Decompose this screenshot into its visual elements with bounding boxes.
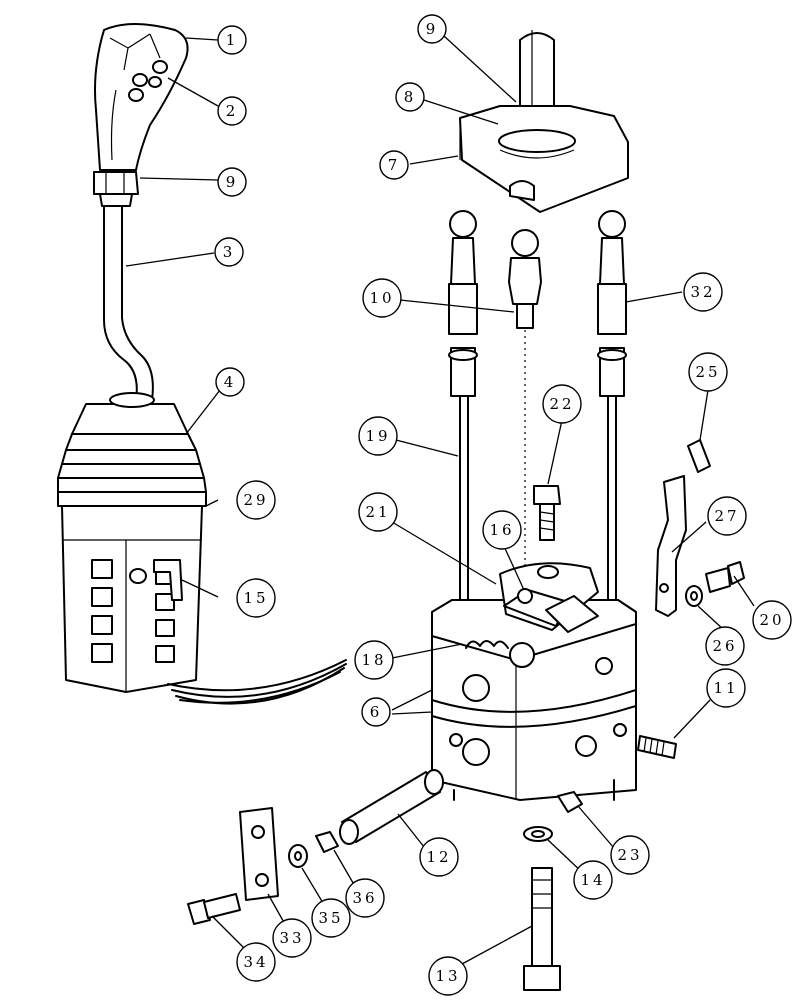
callout-label: 15 [243,589,268,607]
callout-label: 35 [318,909,343,927]
callout-label: 4 [224,373,237,391]
callout-label: 9 [426,20,439,38]
callout-32: 32 [683,272,723,312]
callout-7: 7 [379,150,409,180]
callout-label: 13 [435,967,460,985]
valve-cover [459,105,629,213]
callout-label: 1 [226,31,239,49]
callout-10: 10 [362,278,402,318]
callout-label: 25 [695,363,720,381]
callout-label: 26 [712,637,737,655]
set-screw-11 [637,735,677,759]
control-cable-center [508,229,542,329]
callout-label: 18 [361,651,386,669]
callout-label: 21 [365,503,390,521]
callout-8: 8 [395,82,425,112]
callout-label: 14 [580,871,605,889]
joystick-handle [94,23,189,171]
callout-label: 19 [365,427,390,445]
joystick-lever-shaft [103,205,154,401]
actuator-cap [687,439,711,473]
bolt-22 [533,485,561,541]
callout-9: 9 [217,167,247,197]
callout-9-top: 9 [417,14,447,44]
valve-top-plate [431,562,637,668]
washer-26 [685,585,703,607]
callout-36: 36 [345,878,385,918]
callout-label: 10 [369,289,394,307]
detent-spring [465,640,509,649]
callout-23: 23 [610,835,650,875]
leader-lines [125,35,755,965]
bolt-34 [187,893,241,925]
callout-label: 9 [226,173,239,191]
callout-label: 7 [388,156,401,174]
retainer-clip [153,559,183,601]
callout-14: 14 [573,860,613,900]
joystick-boot [57,392,207,507]
joystick-base-housing [61,505,203,693]
callout-label: 34 [243,953,268,971]
callout-21: 21 [358,492,398,532]
callout-3: 3 [214,237,244,267]
washer-14 [523,826,553,842]
callout-label: 33 [279,929,304,947]
callout-2: 2 [217,96,247,126]
callout-4: 4 [215,367,245,397]
callout-label: 22 [549,395,574,413]
callout-16: 16 [482,510,522,550]
nut-23 [557,791,583,813]
callout-29: 29 [236,480,276,520]
callout-label: 29 [243,491,268,509]
callout-label: 11 [713,679,738,697]
callout-label: 27 [714,507,739,525]
callout-27: 27 [707,496,747,536]
callout-25: 25 [688,352,728,392]
callout-35: 35 [311,898,351,938]
callout-12: 12 [419,837,459,877]
callout-label: 2 [226,102,239,120]
callout-label: 12 [426,848,451,866]
plate-33 [239,807,279,901]
washer-35 [288,844,308,868]
callout-20: 20 [752,600,792,640]
bolt-20 [705,561,745,593]
callout-15: 15 [236,578,276,618]
joystick-wire-harness [167,659,347,705]
callout-19: 19 [358,416,398,456]
callout-label: 6 [370,703,383,721]
callout-label: 32 [690,283,715,301]
callout-label: 3 [223,243,236,261]
callout-22: 22 [542,384,582,424]
control-cable-left [448,210,478,623]
callout-18: 18 [354,640,394,680]
callout-33: 33 [272,918,312,958]
lever-stem [519,30,555,119]
nut-36 [315,831,339,853]
callout-26: 26 [705,626,745,666]
callout-34: 34 [236,942,276,982]
callout-13: 13 [428,956,468,996]
callout-label: 36 [352,889,377,907]
actuator-lever-plate [655,475,687,617]
callout-label: 20 [759,611,784,629]
control-cable-right [597,210,627,623]
callout-label: 8 [404,88,417,106]
callout-label: 16 [489,521,514,539]
bolt-13 [523,867,561,991]
callout-label: 23 [617,846,642,864]
callout-1: 1 [217,25,247,55]
spool-pin-12 [339,769,444,845]
handle-nut [93,171,139,207]
callout-11: 11 [706,668,746,708]
callout-6: 6 [361,697,391,727]
